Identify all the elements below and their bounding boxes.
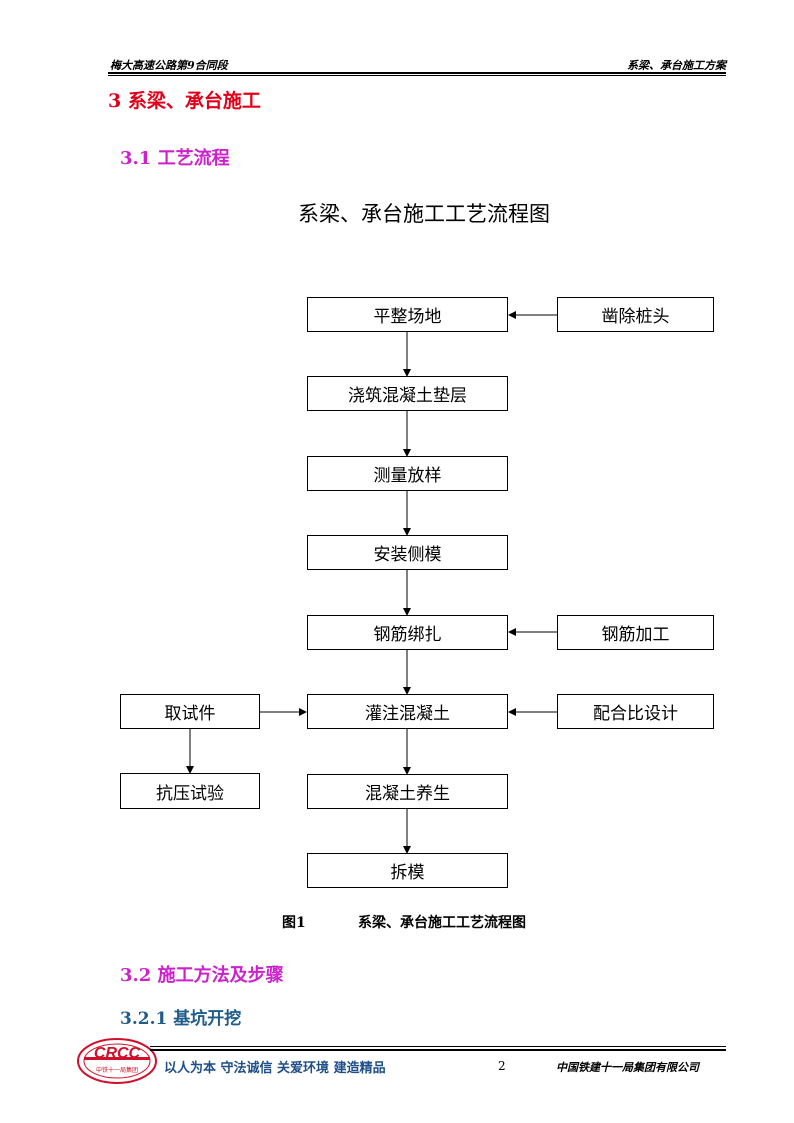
header-rule bbox=[108, 72, 726, 74]
flow-step-6: 灌注混凝土 bbox=[307, 694, 508, 729]
flow-step-4: 安装侧模 bbox=[307, 535, 508, 570]
figure-caption: 图1 系梁、承台施工工艺流程图 bbox=[282, 912, 526, 932]
flow-step-8: 拆模 bbox=[307, 853, 508, 888]
header-rule-thin bbox=[108, 75, 726, 76]
subsection-title-flow: 3.1 工艺流程 bbox=[120, 148, 230, 169]
flow-input-sample: 取试件 bbox=[120, 694, 260, 729]
footer-rule bbox=[150, 1049, 726, 1051]
page-number: 2 bbox=[498, 1059, 506, 1073]
flow-step-3: 测量放样 bbox=[307, 456, 508, 491]
footer-company: 中国铁建十一局集团有限公司 bbox=[556, 1061, 699, 1074]
flowchart-title: 系梁、承台施工工艺流程图 bbox=[298, 202, 550, 226]
flow-step-5: 钢筋绑扎 bbox=[307, 615, 508, 650]
flow-step-7: 混凝土养生 bbox=[307, 774, 508, 809]
header-right-text: 系梁、承台施工方案 bbox=[627, 59, 726, 72]
svg-text:中铁十一局集团: 中铁十一局集团 bbox=[96, 1066, 138, 1074]
flow-input-compress-test: 抗压试验 bbox=[120, 773, 260, 809]
flow-input-mix-design: 配合比设计 bbox=[557, 694, 714, 729]
footer-slogan: 以人为本 守法诚信 关爱环境 建造精品 bbox=[164, 1061, 386, 1076]
section-title: 3 系梁、承台施工 bbox=[108, 90, 261, 112]
subsection-title-method: 3.2 施工方法及步骤 bbox=[120, 965, 284, 986]
svg-text:CRCC: CRCC bbox=[94, 1045, 141, 1062]
header-left-text: 梅大高速公路第9合同段 bbox=[110, 59, 228, 72]
figure-label: 图1 bbox=[282, 915, 306, 931]
flow-step-2: 浇筑混凝土垫层 bbox=[307, 376, 508, 411]
company-logo: CRCC 中铁十一局集团 bbox=[77, 1038, 157, 1084]
flow-input-rebar-processing: 钢筋加工 bbox=[557, 615, 714, 650]
footer-rule-thin bbox=[150, 1046, 726, 1047]
flow-step-1: 平整场地 bbox=[307, 297, 508, 332]
flow-input-pile-head: 凿除桩头 bbox=[557, 297, 714, 332]
subsubsection-title-excavation: 3.2.1 基坑开挖 bbox=[120, 1009, 242, 1029]
figure-caption-text: 系梁、承台施工工艺流程图 bbox=[358, 915, 526, 931]
